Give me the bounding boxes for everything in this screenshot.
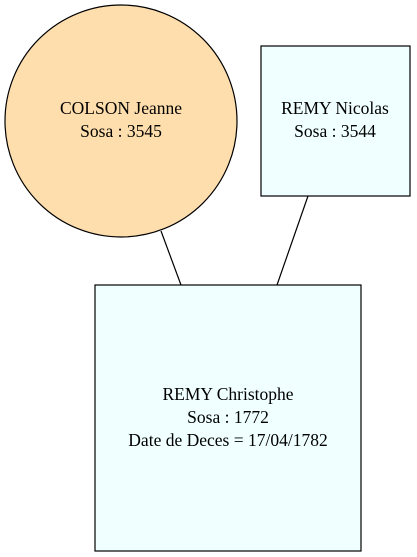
node-remy-christophe-shape: [94, 284, 362, 552]
node-remy-christophe[interactable]: REMY Christophe Sosa : 1772 Date de Dece…: [94, 284, 362, 552]
edge-mother-child: [160, 230, 182, 286]
node-remy-nicolas-name: REMY Nicolas: [281, 98, 389, 118]
node-remy-nicolas[interactable]: REMY Nicolas Sosa : 3544: [260, 45, 411, 197]
node-colson-jeanne-name: COLSON Jeanne: [60, 98, 182, 118]
node-remy-christophe-death-date: Date de Deces = 17/04/1782: [128, 430, 327, 450]
node-remy-nicolas-shape: [260, 45, 411, 197]
edge-father-child: [276, 195, 309, 286]
node-colson-jeanne-sosa: Sosa : 3545: [80, 121, 162, 141]
node-colson-jeanne-shape: [4, 4, 238, 238]
node-remy-christophe-name: REMY Christophe: [162, 384, 293, 404]
node-colson-jeanne[interactable]: COLSON Jeanne Sosa : 3545: [4, 4, 238, 238]
node-remy-christophe-sosa: Sosa : 1772: [187, 407, 269, 427]
node-remy-nicolas-sosa: Sosa : 3544: [294, 121, 376, 141]
